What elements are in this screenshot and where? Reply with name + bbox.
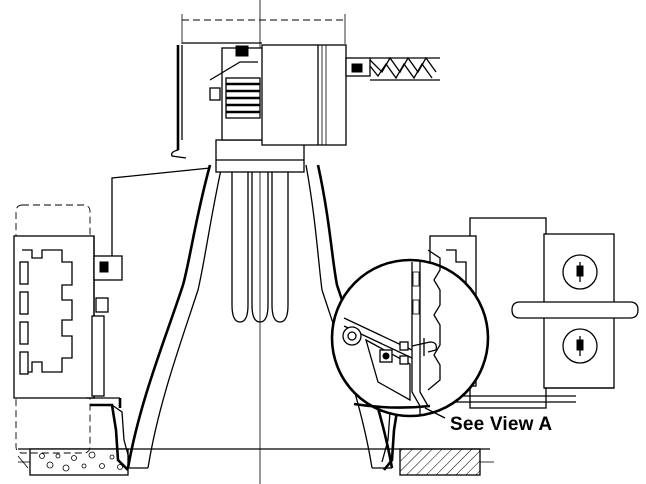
mounting-bracket-left <box>86 255 123 408</box>
ground-wire <box>111 167 211 262</box>
junction-box-left <box>13 204 95 454</box>
callout-leader <box>424 407 446 419</box>
flexible-conduit <box>345 56 440 81</box>
ceiling-material-right <box>399 448 494 476</box>
view-a-detail-circle <box>330 249 490 418</box>
trim-flange-left <box>90 403 131 471</box>
housing-clip <box>170 140 187 159</box>
spring-coil <box>225 77 261 119</box>
reflector-cone <box>126 164 394 469</box>
see-view-a-label: See View A <box>450 414 553 435</box>
ballast-box <box>261 44 347 146</box>
